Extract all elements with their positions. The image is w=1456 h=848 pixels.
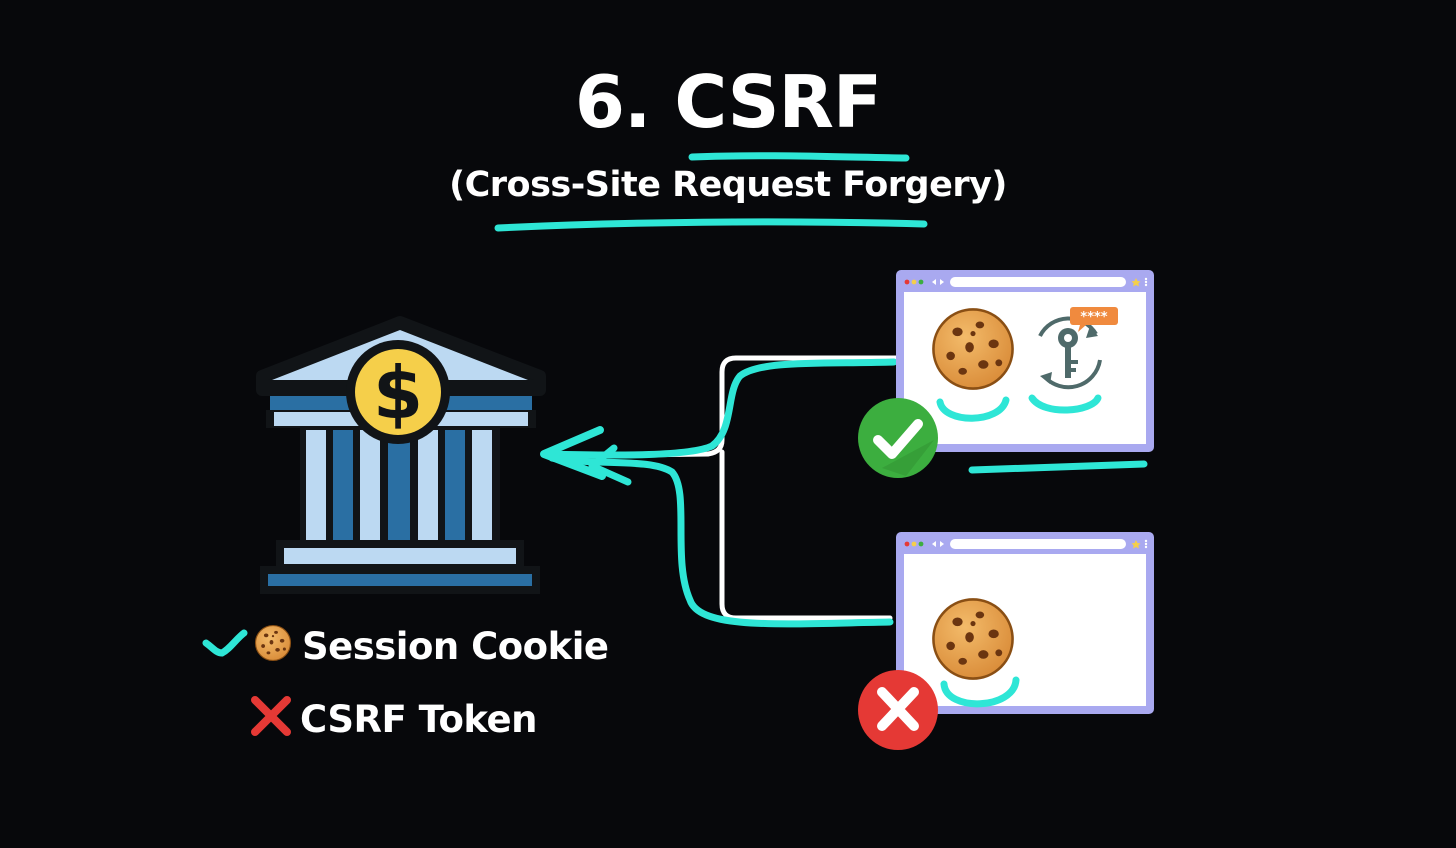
cookie-icon	[932, 308, 1014, 390]
cookie-highlight	[936, 396, 1010, 422]
x-badge-icon	[858, 670, 938, 750]
legit-underline	[968, 460, 1148, 474]
legend-session-cookie-label: Session Cookie	[302, 624, 609, 668]
browser-window-forged	[896, 532, 1154, 714]
key-rotation-icon: ****	[1038, 307, 1118, 390]
title-underline	[688, 152, 910, 162]
request-connector	[540, 355, 899, 628]
svg-text:$: $	[373, 351, 423, 435]
legend-csrf-token: CSRF Token	[250, 696, 537, 742]
legend-session-cookie: Session Cookie	[202, 624, 609, 668]
valid-request-path	[544, 358, 898, 459]
bank-icon: $	[256, 316, 546, 594]
token-bubble: ****	[1080, 310, 1107, 325]
arrow-head-icon	[540, 426, 606, 480]
subtitle-underline	[494, 218, 928, 232]
forged-request-path	[548, 454, 894, 628]
check-badge-icon	[858, 398, 938, 478]
token-highlight	[1028, 394, 1102, 414]
check-icon	[202, 627, 248, 665]
page-title: 6. CSRF	[574, 60, 882, 144]
red-x-icon	[250, 696, 292, 742]
cookie-icon	[932, 598, 1014, 680]
cookie-highlight	[940, 676, 1020, 708]
browser-window-legit: ****	[896, 270, 1154, 452]
cookie-icon	[254, 624, 292, 668]
page-subtitle: (Cross-Site Request Forgery)	[449, 165, 1007, 205]
legend-csrf-token-label: CSRF Token	[300, 697, 537, 741]
arrow-head-icon	[588, 444, 632, 486]
